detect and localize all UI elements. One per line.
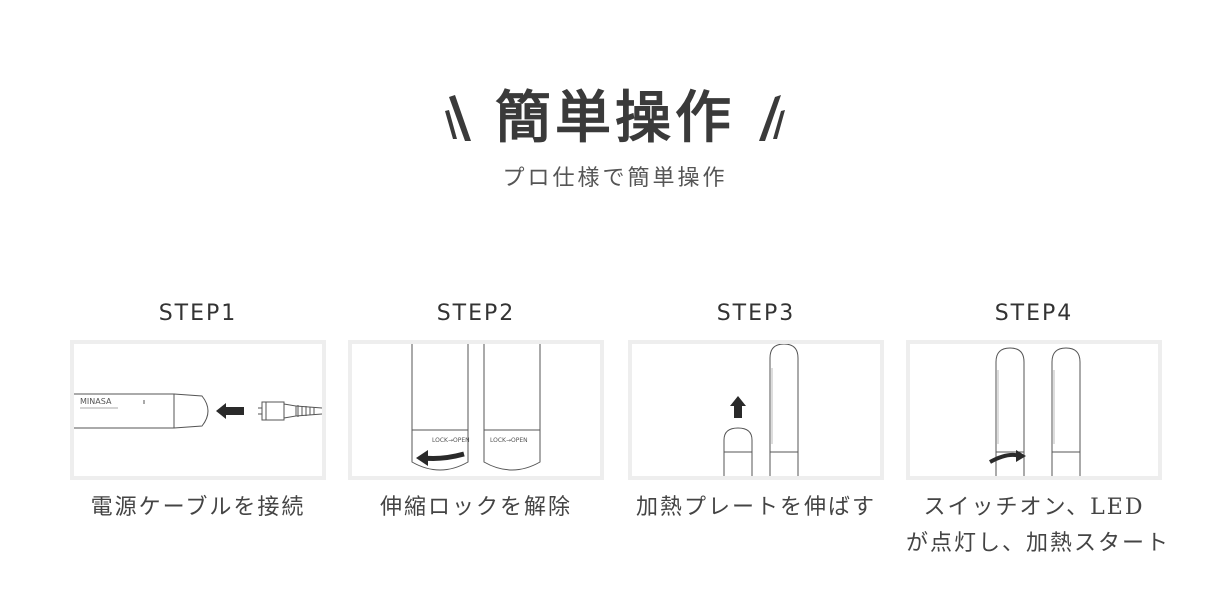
slash-left-icon (445, 95, 471, 141)
step-caption: 加熱プレートを伸ばす (628, 490, 884, 526)
arrow-left-icon (216, 403, 244, 419)
step-3: STEP3 加熱プレートを伸ばす (628, 300, 884, 526)
caption-line: が点灯し、加熱スタート (906, 531, 1171, 556)
step-caption: 伸縮ロックを解除 (348, 490, 604, 526)
lock-release-illustration: LOCK→OPEN LOCK→OPEN (411, 344, 541, 471)
brand-logo: MINASA (80, 397, 112, 406)
arrow-up-icon (730, 396, 746, 418)
hero-title-row: 簡単操作 (0, 86, 1230, 150)
lock-label: LOCK→OPEN (432, 437, 470, 444)
page-subtitle: プロ仕様で簡単操作 (502, 166, 728, 191)
step-1-illustration: MINASA (70, 340, 326, 480)
lock-label: LOCK→OPEN (490, 437, 528, 444)
step-label: STEP2 (436, 301, 516, 326)
page-title: 簡単操作 (495, 85, 735, 151)
rotate-arrow-icon (416, 450, 465, 466)
step-caption: 電源ケーブルを接続 (70, 490, 326, 526)
step-1: STEP1 MINASA (70, 300, 326, 526)
caption-line: 電源ケーブルを接続 (90, 495, 306, 520)
step-2: STEP2 LOCK→OPEN LOCK→OPEN 伸縮ロックを解除 (348, 300, 604, 526)
step-3-illustration (628, 340, 884, 480)
caption-line: 加熱プレートを伸ばす (635, 495, 876, 520)
caption-line: スイッチオン、LED (923, 495, 1145, 520)
caption-line: 伸縮ロックを解除 (379, 495, 572, 520)
curling-iron-cable-illustration: MINASA (74, 393, 322, 429)
rotate-arrow-icon (989, 450, 1026, 464)
step-label: STEP3 (716, 301, 796, 326)
step-4-illustration (906, 340, 1162, 480)
switch-on-illustration (989, 347, 1081, 476)
step-label: STEP1 (158, 301, 238, 326)
step-2-illustration: LOCK→OPEN LOCK→OPEN (348, 340, 604, 480)
step-label: STEP4 (994, 301, 1074, 326)
step-4: STEP4 スイッチオン、LED が点灯し、加熱スタート (906, 300, 1171, 562)
slash-right-icon (759, 95, 785, 141)
step-caption: スイッチオン、LED が点灯し、加熱スタート (906, 490, 1171, 562)
extend-plate-illustration (723, 344, 799, 476)
